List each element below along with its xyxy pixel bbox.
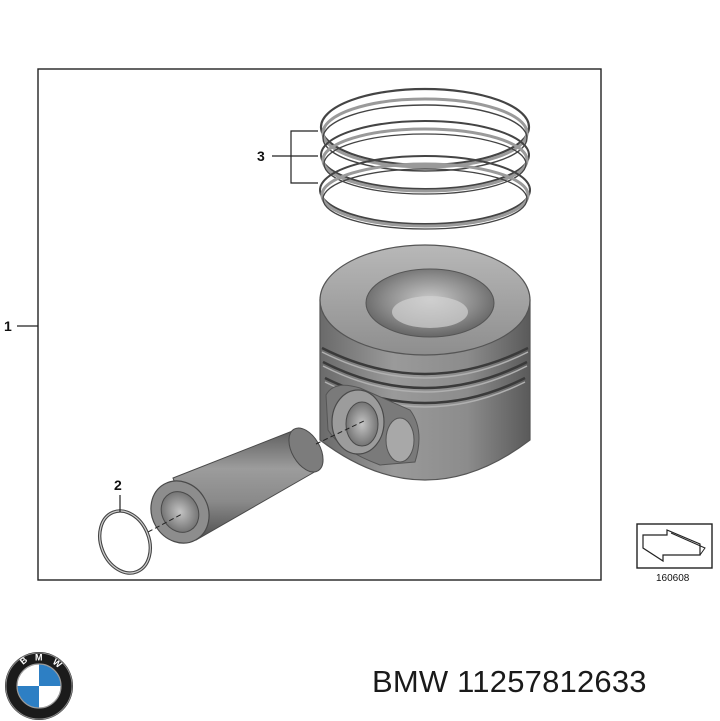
piston xyxy=(319,244,531,481)
piston-ring-bottom xyxy=(319,155,531,230)
assembly-lines xyxy=(147,419,367,533)
piston-ring-middle xyxy=(320,120,530,195)
callout-3: 3 xyxy=(257,130,318,184)
reference-number: 160608 xyxy=(656,573,690,584)
diagram-frame xyxy=(37,68,602,581)
callout-2-label: 2 xyxy=(114,477,122,493)
piston-ring-top xyxy=(319,87,531,172)
callout-1-label: 1 xyxy=(4,318,12,334)
pin-boss xyxy=(325,384,420,466)
piston-rings xyxy=(319,87,531,230)
piston-pin xyxy=(150,427,324,544)
reference-stamp: 160608 xyxy=(636,523,713,584)
circlip xyxy=(98,509,152,575)
svg-text:M: M xyxy=(35,653,43,663)
callout-3-label: 3 xyxy=(257,148,265,164)
callout-1: 1 xyxy=(4,318,38,334)
callout-2: 2 xyxy=(114,477,122,512)
bmw-logo: B M W xyxy=(5,652,73,720)
part-caption: BMW 11257812633 xyxy=(372,664,647,699)
svg-text:B: B xyxy=(18,654,30,666)
